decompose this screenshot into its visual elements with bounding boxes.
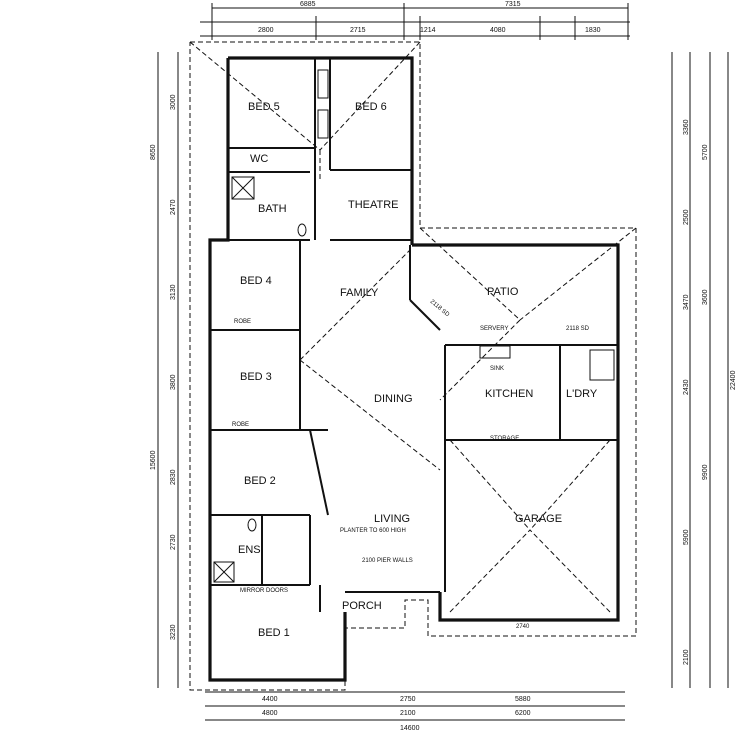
left-dim-a: 8650 — [150, 144, 157, 160]
fixtures — [213, 69, 615, 583]
room-bed5: BED 5 — [248, 101, 280, 113]
note-storage: STORAGE — [490, 436, 519, 442]
right-total: 22400 — [730, 370, 737, 390]
bottom-dim-3: 5880 — [515, 696, 531, 703]
note-sd-ldry: 2118 SD — [566, 326, 590, 332]
right-dimensions: 3360 2500 3470 2430 5900 2100 5700 3600 … — [671, 52, 737, 688]
room-labels: BED 5 BED 6 WC BATH THEATRE BED 4 FAMILY… — [238, 101, 598, 639]
top-dim-5: 1830 — [585, 27, 601, 34]
roof-outline — [189, 41, 637, 691]
room-wc: WC — [250, 153, 268, 165]
left-row-5: 2830 — [170, 469, 177, 485]
note-sink: SINK — [490, 366, 504, 372]
note-robe-bed4: ROBE — [234, 319, 251, 325]
top-dim-1: 2800 — [258, 27, 274, 34]
room-bath: BATH — [258, 203, 287, 215]
right-mid-3: 9900 — [702, 464, 709, 480]
room-bed6: BED 6 — [355, 101, 387, 113]
room-patio: PATIO — [487, 286, 519, 298]
room-bed1: BED 1 — [258, 627, 290, 639]
bottom-total: 14600 — [400, 725, 420, 732]
room-bed4: BED 4 — [240, 275, 272, 287]
top-outer-dim-1: 6885 — [300, 1, 316, 8]
bottom-dim-6: 6200 — [515, 710, 531, 717]
note-planter: PLANTER TO 600 HIGH — [340, 528, 406, 534]
garage-door-dim: 2740 — [516, 624, 530, 630]
room-garage: GARAGE — [515, 513, 562, 525]
left-row-2: 2470 — [170, 199, 177, 215]
bottom-dimensions: 4400 2750 5880 4800 2100 6200 14600 — [205, 691, 625, 732]
note-pier-walls: 2100 PIER WALLS — [362, 558, 413, 564]
right-mid-1: 5700 — [702, 144, 709, 160]
right-row-4: 2430 — [683, 379, 690, 395]
bottom-dim-1: 4400 — [262, 696, 278, 703]
room-ens: ENS. — [238, 544, 264, 556]
left-row-6: 2730 — [170, 534, 177, 550]
bottom-dim-2: 2750 — [400, 696, 416, 703]
exterior-walls — [208, 56, 620, 682]
room-kitchen: KITCHEN — [485, 388, 533, 400]
bottom-dim-5: 2100 — [400, 710, 416, 717]
right-row-6: 2100 — [683, 649, 690, 665]
note-sd-patio: 2118 SD — [429, 299, 451, 319]
note-servery: SERVERY — [480, 326, 508, 332]
bottom-dim-4: 4800 — [262, 710, 278, 717]
left-dimensions: 8650 15600 3000 2470 3130 3800 2830 2730… — [150, 52, 179, 688]
room-bed3: BED 3 — [240, 371, 272, 383]
room-living: LIVING — [374, 513, 410, 525]
top-dim-2: 2715 — [350, 27, 366, 34]
room-family: FAMILY — [340, 287, 379, 299]
left-row-3: 3130 — [170, 284, 177, 300]
left-row-7: 3230 — [170, 624, 177, 640]
top-outer-dim-2: 7315 — [505, 1, 521, 8]
room-porch: PORCH — [342, 600, 382, 612]
room-theatre: THEATRE — [348, 199, 399, 211]
left-row-4: 3800 — [170, 374, 177, 390]
room-bed2: BED 2 — [244, 475, 276, 487]
right-row-2: 2500 — [683, 209, 690, 225]
top-dim-3: 1214 — [420, 27, 436, 34]
note-robe-bed3: ROBE — [232, 422, 249, 428]
right-row-1: 3360 — [683, 119, 690, 135]
note-mirror-doors: MIRROR DOORS — [240, 588, 288, 594]
top-dim-4: 4080 — [490, 27, 506, 34]
room-dining: DINING — [374, 393, 413, 405]
left-row-1: 3000 — [170, 94, 177, 110]
room-ldry: L'DRY — [566, 388, 598, 400]
right-row-5: 5900 — [683, 529, 690, 545]
interior-walls — [210, 58, 618, 612]
top-dimensions: 6885 7315 2800 2715 1214 4080 1830 — [200, 1, 630, 40]
right-row-3: 3470 — [683, 294, 690, 310]
plan-notes: ROBE ROBE STORAGE SERVERY SINK MIRROR DO… — [232, 299, 590, 630]
left-dim-b: 15600 — [150, 450, 157, 470]
right-mid-2: 3600 — [702, 289, 709, 305]
